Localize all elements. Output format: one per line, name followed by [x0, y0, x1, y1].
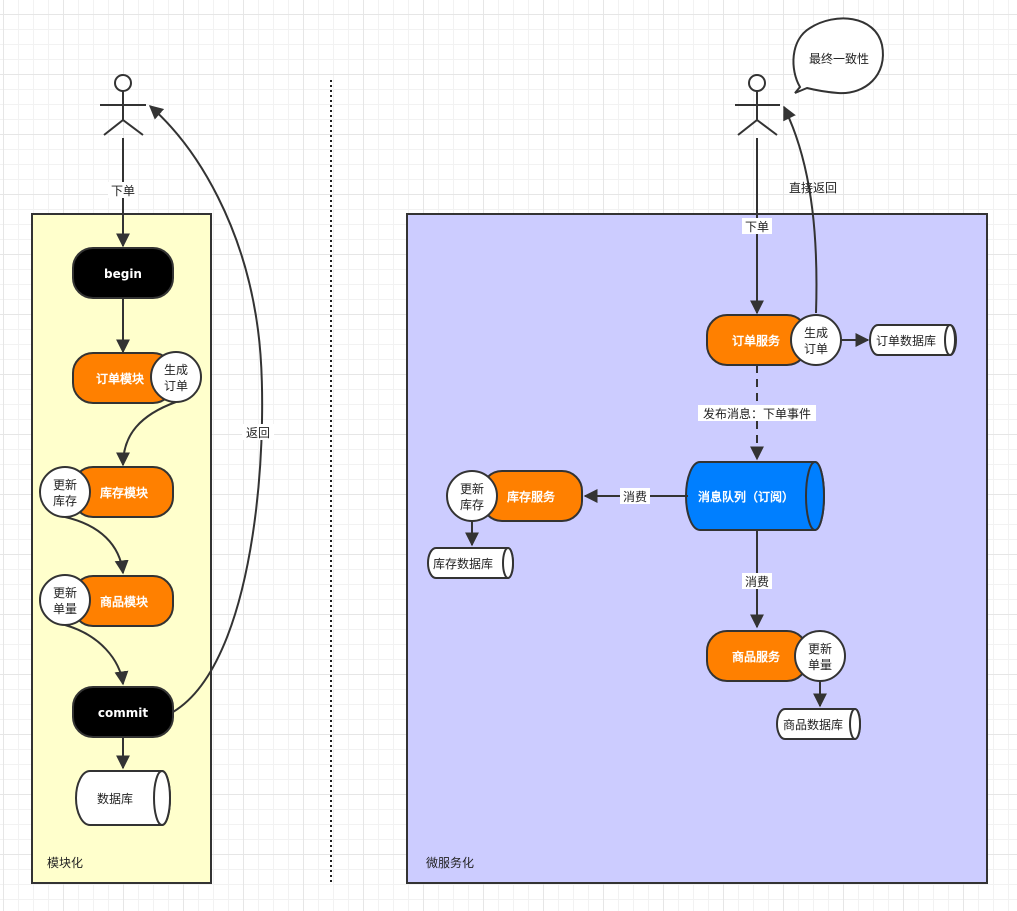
order-db-label: 订单数据库 [876, 333, 936, 348]
stock-service-label: 库存服务 [507, 489, 556, 504]
order-module-label: 订单模块 [96, 371, 145, 386]
create-order-action-right [790, 314, 842, 366]
update-quantity-action [39, 574, 91, 626]
create-order-right-line1: 生成 [804, 326, 828, 340]
place-order-label-right: 下单 [745, 220, 769, 234]
user-actor-icon [100, 74, 146, 136]
update-quantity-line2: 单量 [53, 602, 77, 616]
return-edge [148, 105, 264, 713]
update-stock-right-line1: 更新 [460, 481, 484, 496]
stock-db-node [427, 547, 514, 579]
update-stock-line2: 库存 [53, 493, 77, 508]
speech-bubble [792, 17, 884, 95]
update-quantity-right-line2: 单量 [808, 658, 832, 672]
update-stock-action [39, 466, 91, 518]
order-service-label: 订单服务 [732, 333, 781, 348]
product-module-label: 商品模块 [100, 594, 149, 609]
consume-stock-label: 消费 [623, 490, 647, 504]
return-label: 返回 [246, 426, 270, 440]
product-db-label: 商品数据库 [783, 717, 843, 732]
microservice-panel-title: 微服务化 [426, 855, 474, 870]
create-order-action [150, 351, 202, 403]
create-order-line1: 生成 [164, 363, 188, 377]
message-queue-label: 消息队列（订阅） [698, 489, 794, 504]
update-quantity-action-right [794, 630, 846, 682]
create-order-right-line2: 订单 [804, 342, 828, 356]
publish-event-label: 发布消息：下单事件 [703, 406, 811, 421]
product-db-node [776, 708, 861, 740]
direct-return-edge [783, 105, 818, 314]
user-actor-icon-right [735, 74, 780, 136]
direct-return-label: 直接返回 [789, 180, 837, 195]
edge-stock-product [64, 516, 129, 575]
modular-panel-title: 模块化 [47, 856, 83, 870]
begin-label: begin [104, 267, 142, 281]
message-queue-node [685, 461, 825, 531]
place-order-label: 下单 [111, 184, 135, 198]
update-quantity-right-line1: 更新 [808, 641, 832, 656]
stock-module-label: 库存模块 [100, 485, 149, 500]
database-label: 数据库 [97, 791, 133, 806]
edge-order-stock [116, 401, 177, 467]
stock-db-label: 库存数据库 [433, 556, 493, 571]
consume-product-label: 消费 [745, 575, 769, 589]
update-stock-right-line2: 库存 [460, 497, 484, 512]
update-stock-line1: 更新 [53, 477, 77, 492]
speech-bubble-text: 最终一致性 [809, 51, 869, 66]
update-stock-action-right [446, 470, 498, 522]
database-node [75, 770, 171, 826]
order-db-node [869, 324, 957, 356]
update-quantity-line1: 更新 [53, 585, 77, 600]
commit-label: commit [98, 706, 148, 720]
product-service-label: 商品服务 [732, 649, 781, 664]
create-order-line2: 订单 [164, 379, 188, 393]
edge-product-commit [64, 624, 129, 686]
